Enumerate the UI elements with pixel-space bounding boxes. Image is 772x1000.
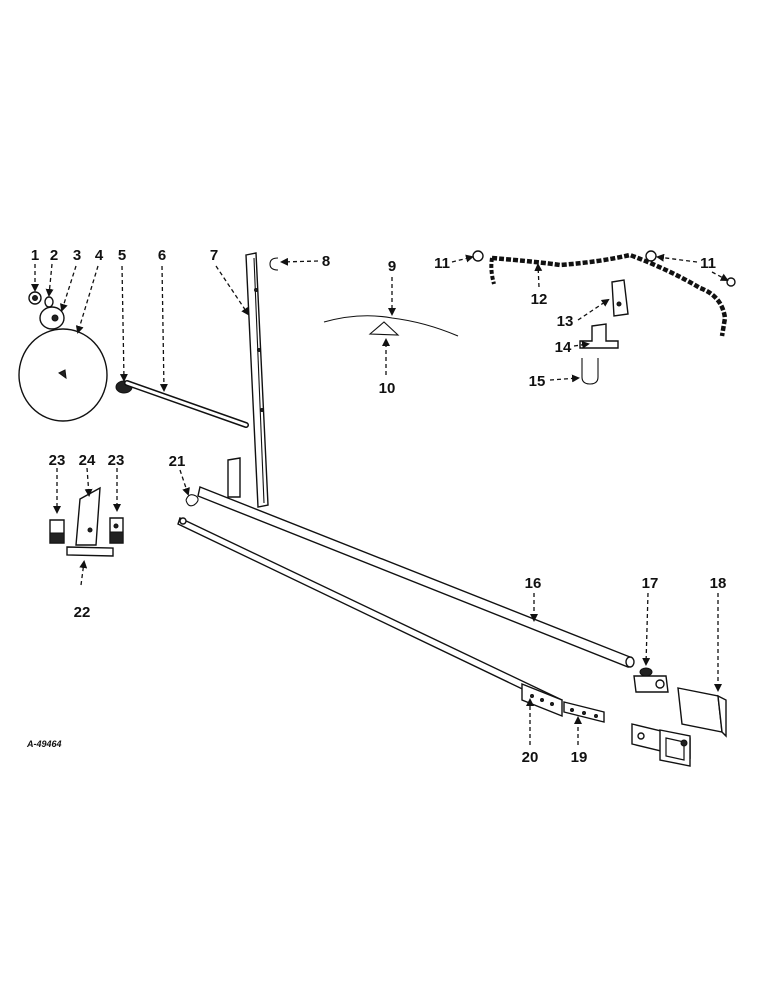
leader-11c [711, 271, 729, 281]
leader-15 [549, 374, 580, 383]
part-11-ring-right [645, 250, 736, 287]
callout-11-left: 11 [434, 255, 450, 272]
drawing-reference: A-49464 [26, 739, 62, 749]
callout-19: 19 [571, 749, 588, 766]
leader-7 [215, 265, 250, 316]
leader-21 [179, 469, 190, 496]
callout-3: 3 [73, 247, 81, 264]
callout-16: 16 [525, 575, 542, 592]
callout-5: 5 [118, 247, 126, 264]
part-23-bushing-right [109, 517, 124, 544]
part-8-hook [269, 257, 279, 271]
callout-22: 22 [74, 604, 91, 621]
callout-10: 10 [379, 380, 396, 397]
part-3-hub [39, 306, 65, 330]
leader-3 [60, 265, 77, 312]
part-20-bar [177, 517, 563, 718]
leader-lines [31, 253, 729, 745]
part-4-disc [18, 328, 108, 422]
leader-2 [45, 263, 54, 297]
leader-13 [577, 298, 610, 321]
leader-8 [280, 257, 319, 266]
part-22-plate [66, 546, 114, 557]
callout-12: 12 [531, 291, 548, 308]
part-7-post [227, 252, 269, 508]
callout-labels: 1 2 3 4 5 6 7 8 9 10 11 11 12 13 14 15 1… [26, 247, 726, 766]
callout-23-right: 23 [108, 452, 125, 469]
part-15-u-bolt [581, 358, 599, 385]
part-19-link-plate [563, 701, 605, 723]
leader-14 [573, 340, 590, 349]
part-23-bushing-left [49, 519, 65, 544]
callout-13: 13 [557, 313, 574, 330]
callout-15: 15 [529, 373, 546, 390]
callout-8: 8 [322, 253, 330, 270]
callout-6: 6 [158, 247, 166, 264]
leader-5 [119, 265, 128, 382]
callout-21: 21 [169, 453, 186, 470]
callout-11-right: 11 [700, 255, 716, 272]
callout-1: 1 [31, 247, 39, 264]
callout-4: 4 [95, 247, 104, 264]
callout-17: 17 [642, 575, 659, 592]
callout-2: 2 [50, 247, 58, 264]
part-10-clip [368, 321, 400, 336]
leader-11b [656, 253, 698, 263]
part-16-bar [197, 486, 635, 668]
callout-18: 18 [710, 575, 727, 592]
leader-6 [159, 265, 168, 392]
callout-20: 20 [522, 749, 539, 766]
part-17-coupler [633, 667, 669, 693]
part-6-rod [124, 380, 249, 428]
callout-7: 7 [210, 247, 218, 264]
callout-14: 14 [555, 339, 572, 356]
part-24-shank [75, 486, 101, 546]
leader-22 [79, 560, 88, 586]
part-1-nut [28, 291, 42, 305]
leader-24 [84, 467, 93, 497]
leader-12 [534, 263, 543, 288]
callout-9: 9 [388, 258, 396, 275]
part-9-wire [323, 315, 459, 337]
part-12-chain [489, 252, 728, 337]
callout-24: 24 [79, 452, 96, 469]
part-14-plate [579, 323, 619, 349]
callout-23-left: 23 [49, 452, 66, 469]
part-21-clip [185, 494, 199, 507]
part-11-ring-left [472, 250, 484, 262]
leader-17 [642, 592, 651, 666]
part-13-latch [611, 279, 629, 317]
part-18-hitch-tube [631, 687, 727, 767]
leader-4 [75, 265, 99, 334]
part-2-washer [44, 296, 54, 308]
leader-11a [451, 254, 474, 263]
